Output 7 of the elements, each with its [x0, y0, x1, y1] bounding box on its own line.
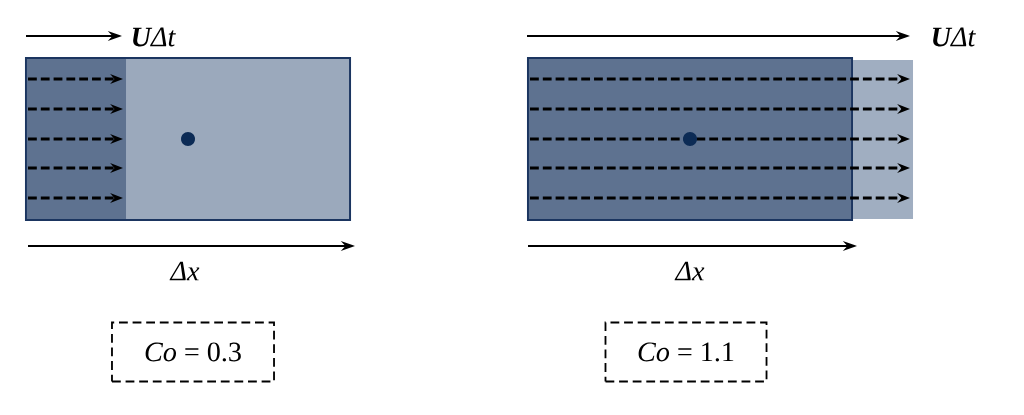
cell-box: [24, 57, 352, 221]
cell-box: [526, 57, 913, 221]
dimension-label: Δx: [674, 261, 705, 281]
dimension-label: UΔt: [933, 27, 976, 47]
dashed-box: Co = 0.3: [111, 321, 275, 383]
dashed-box: Co = 1.1: [604, 321, 768, 383]
dimension-label: Δx: [169, 261, 200, 281]
